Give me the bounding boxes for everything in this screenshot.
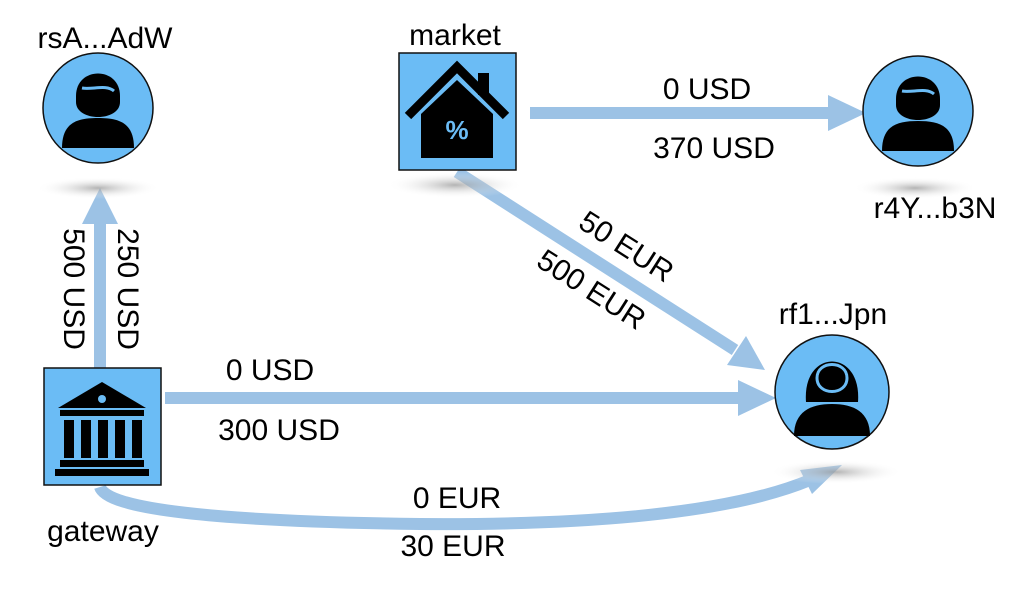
node-gateway[interactable]: gateway [43,367,162,548]
edge-label-gateway-rsA-b: 250 USD [111,228,144,350]
node-market[interactable]: % market [387,19,523,198]
node-label-market: market [409,19,501,52]
svg-text:%: % [445,115,468,145]
node-label-gateway: gateway [47,515,159,548]
edge-market-to-rf1 [453,166,765,370]
edge-gateway-to-rsA [82,188,118,368]
node-shadow [770,460,902,484]
edge-market-to-r4Y [530,95,866,131]
edge-label-market-r4Y-a: 0 USD [663,73,751,106]
edge-label-gateway-rf1-eur-b: 30 EUR [400,530,505,563]
edge-label-gateway-rf1-usd-a: 0 USD [226,354,314,387]
edge-gateway-to-rf1-usd [165,380,776,416]
node-label-r4Y: r4Y...b3N [874,192,997,225]
node-r4Y[interactable]: r4Y...b3N [853,55,997,225]
edge-label-gateway-rf1-eur-a: 0 EUR [413,482,501,515]
user-male-icon [62,73,134,148]
edge-label-market-r4Y-b: 370 USD [653,132,775,165]
node-shadow [853,177,977,199]
node-label-rf1: rf1...Jpn [779,298,887,331]
node-shadow [36,177,160,199]
user-female-icon [794,361,870,436]
node-rsA[interactable]: rsA...AdW [36,22,173,199]
edge-label-gateway-rsA-a: 500 USD [57,228,90,350]
edge-label-gateway-rf1-usd-b: 300 USD [218,414,340,447]
user-male-icon [882,76,954,151]
node-rf1[interactable]: rf1...Jpn [770,298,902,484]
house-percent-icon: % [404,60,510,158]
bank-icon [55,382,149,476]
node-shadow [387,172,523,198]
node-label-rsA: rsA...AdW [37,22,173,55]
